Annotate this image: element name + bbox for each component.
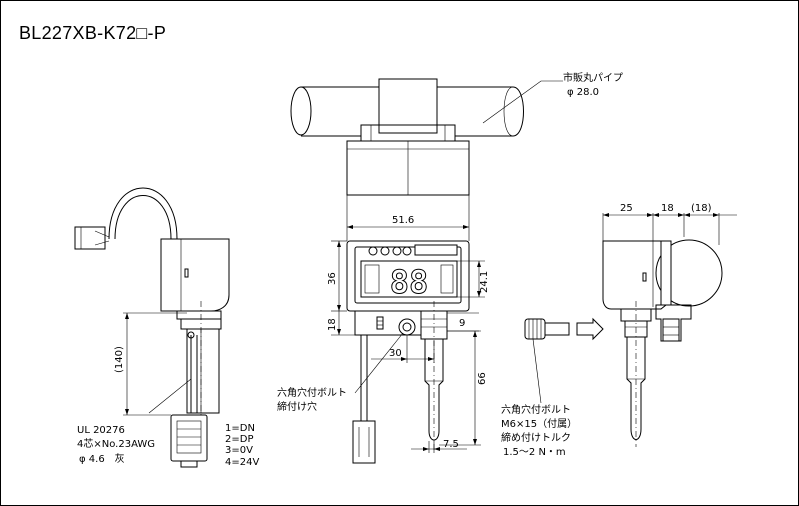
cable-spec-1: UL 20276 xyxy=(77,425,125,436)
left-housing xyxy=(160,238,230,312)
insert-arrow xyxy=(576,317,604,341)
dim-24-1: 24.1 xyxy=(479,271,490,293)
front-label-plate xyxy=(414,244,458,256)
right-clamp xyxy=(655,304,692,342)
pin-2: 2=DP xyxy=(225,434,253,445)
dim-18-right: 18 xyxy=(661,203,674,214)
hex-bolt-head xyxy=(524,318,546,340)
dim-66: 66 xyxy=(477,372,488,385)
model-title: BL227XB-K72□-P xyxy=(19,23,167,43)
cable-leader xyxy=(148,378,192,414)
dim-7-5: 7.5 xyxy=(443,439,459,450)
dim-36: 36 xyxy=(327,272,338,285)
cable-spec-3: φ 4.6 灰 xyxy=(79,452,125,465)
dim-51-6: 51.6 xyxy=(392,215,414,226)
display-digits: 88 xyxy=(390,263,429,301)
left-side-view: (140) UL 20276 4芯×No.23AWG φ 4.6 灰 1=DN … xyxy=(74,187,259,468)
pipe-left-end xyxy=(290,86,312,136)
clamp-lower xyxy=(360,124,456,142)
right-side-view: 25 18 (18) xyxy=(501,203,737,458)
cable-spec-2: 4芯×No.23AWG xyxy=(77,437,155,450)
front-stem xyxy=(424,338,444,441)
front-bolt-label-1: 六角穴付ボルト xyxy=(277,386,347,399)
right-bolt-label-1: 六角穴付ボルト xyxy=(501,403,571,416)
pin-4: 4=24V xyxy=(225,457,259,468)
dim-25: 25 xyxy=(620,203,633,214)
clamp-upper xyxy=(378,78,438,126)
top-view: 市販丸パイプ φ 28.0 xyxy=(290,71,623,196)
pipe-section xyxy=(655,239,723,307)
right-bolt-label-3: 締め付けトルク xyxy=(501,431,571,444)
front-button-1 xyxy=(368,246,378,256)
front-button-3 xyxy=(392,246,402,256)
front-button-4 xyxy=(402,246,412,256)
front-connector xyxy=(352,420,376,464)
dim-18-paren: (18) xyxy=(691,203,712,214)
dim-9: 9 xyxy=(459,318,465,329)
right-bolt-leader xyxy=(532,338,542,404)
pipe-leader xyxy=(482,80,563,124)
dim-30: 30 xyxy=(389,348,402,359)
left-stem xyxy=(186,328,220,414)
front-bolt-leader xyxy=(354,332,404,394)
dim-140: (140) xyxy=(114,346,125,373)
front-button-2 xyxy=(380,246,390,256)
left-connector xyxy=(170,414,208,462)
front-view: 51.6 88 xyxy=(277,195,490,464)
pipe-right-end xyxy=(512,86,524,137)
right-bolt-label-4: 1.5～2 N・m xyxy=(503,447,566,458)
right-bolt-label-2: M6×15（付属） xyxy=(501,417,577,430)
pin-1: 1=DN xyxy=(225,423,255,434)
hook-clip xyxy=(74,226,106,250)
hex-bolt-shaft xyxy=(544,322,570,336)
cable-hook-outer xyxy=(108,187,178,240)
dim-18: 18 xyxy=(327,318,338,331)
pipe-name-label: 市販丸パイプ xyxy=(563,71,623,84)
pipe-diameter-label: φ 28.0 xyxy=(567,87,599,98)
pin-3: 3=0V xyxy=(225,445,253,456)
cable-hook-inner xyxy=(114,195,172,240)
front-bolt-label-2: 締付け穴 xyxy=(277,400,317,413)
